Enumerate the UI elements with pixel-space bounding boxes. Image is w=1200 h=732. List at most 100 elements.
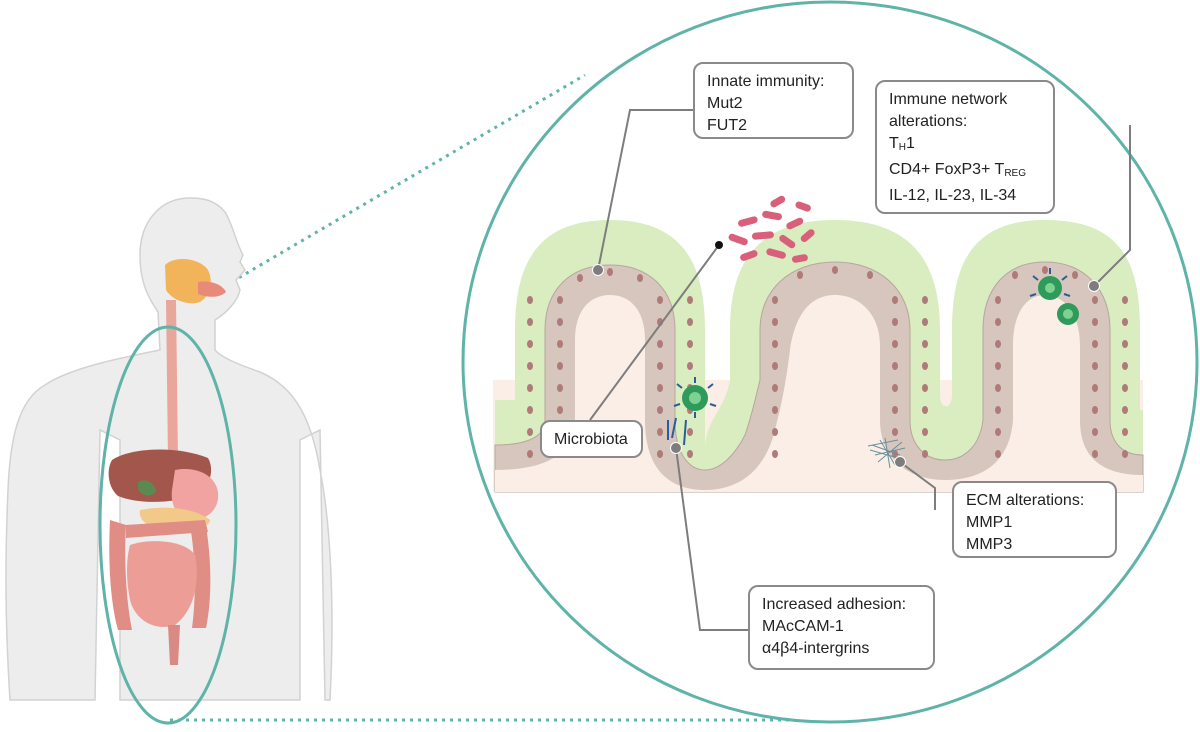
nucleus bbox=[772, 318, 778, 326]
nucleus bbox=[527, 362, 533, 370]
selection-oval bbox=[98, 325, 238, 725]
innate-item-1: Mut2 bbox=[707, 95, 743, 112]
ecm-fibers-icon bbox=[867, 437, 906, 469]
nucleus bbox=[1092, 428, 1098, 436]
nucleus bbox=[1122, 340, 1128, 348]
nucleus bbox=[527, 296, 533, 304]
nucleus bbox=[922, 450, 928, 458]
ecm-heading: ECM alterations: bbox=[966, 492, 1085, 509]
nucleus bbox=[527, 318, 533, 326]
nucleus bbox=[1122, 384, 1128, 392]
innate-immunity-label: Innate immunity: Mut2 FUT2 bbox=[693, 62, 854, 139]
nucleus bbox=[892, 406, 898, 414]
nucleus bbox=[657, 450, 663, 458]
nucleus bbox=[772, 296, 778, 304]
nucleus bbox=[995, 428, 1001, 436]
nucleus bbox=[527, 428, 533, 436]
nucleus bbox=[657, 428, 663, 436]
nucleus bbox=[995, 340, 1001, 348]
nucleus bbox=[1122, 450, 1128, 458]
nucleus bbox=[922, 340, 928, 348]
anchor-dots bbox=[592, 264, 1100, 468]
leader-lines bbox=[589, 109, 1131, 631]
nucleus bbox=[892, 362, 898, 370]
nucleus bbox=[892, 318, 898, 326]
nucleus bbox=[892, 384, 898, 392]
immune-heading-2: alterations: bbox=[889, 113, 968, 130]
nucleus bbox=[1092, 450, 1098, 458]
nucleus bbox=[687, 340, 693, 348]
increased-adhesion-label: Increased adhesion: MAcCAM-1 α4β4-interg… bbox=[748, 585, 935, 670]
innate-heading: Innate immunity: bbox=[707, 73, 825, 90]
nucleus bbox=[1092, 296, 1098, 304]
nucleus bbox=[687, 450, 693, 458]
nucleus bbox=[922, 318, 928, 326]
microbiota-anchor-dot bbox=[715, 241, 723, 249]
immune-cytokines: IL-12, IL-23, IL-34 bbox=[889, 187, 1017, 204]
bacteria-icon bbox=[728, 195, 815, 263]
nucleus bbox=[772, 428, 778, 436]
nucleus bbox=[995, 318, 1001, 326]
nucleus bbox=[557, 384, 563, 392]
innate-item-2: FUT2 bbox=[707, 117, 747, 134]
immune-cell-icon bbox=[667, 268, 1079, 446]
adhesion-item-2: α4β4-intergrins bbox=[762, 640, 870, 657]
nucleus bbox=[1092, 340, 1098, 348]
immune-treg: CD4+ FoxP3+ TREG bbox=[889, 161, 1026, 179]
nucleus bbox=[867, 271, 873, 279]
nucleus bbox=[995, 384, 1001, 392]
nucleus bbox=[557, 340, 563, 348]
nucleus bbox=[657, 340, 663, 348]
nucleus bbox=[657, 384, 663, 392]
nucleus bbox=[687, 318, 693, 326]
nucleus bbox=[1072, 271, 1078, 279]
nucleus bbox=[922, 296, 928, 304]
nucleus bbox=[1092, 318, 1098, 326]
nucleus bbox=[892, 296, 898, 304]
nucleus bbox=[527, 406, 533, 414]
nucleus bbox=[687, 362, 693, 370]
immune-network-label: Immune network alterations: TH1 CD4+ Fox… bbox=[875, 80, 1055, 214]
intestinal-villi-icon bbox=[493, 220, 1144, 493]
microbiota-text: Microbiota bbox=[554, 431, 628, 448]
nucleus bbox=[772, 450, 778, 458]
immune-heading-1: Immune network bbox=[889, 91, 1008, 108]
nucleus bbox=[637, 274, 643, 282]
ecm-item-2: MMP3 bbox=[966, 536, 1013, 553]
nucleus bbox=[922, 406, 928, 414]
nucleus bbox=[892, 428, 898, 436]
nucleus bbox=[1122, 428, 1128, 436]
nucleus bbox=[772, 406, 778, 414]
nucleus bbox=[832, 266, 838, 274]
nucleus bbox=[922, 428, 928, 436]
nucleus bbox=[687, 296, 693, 304]
nucleus bbox=[1012, 271, 1018, 279]
nucleus bbox=[772, 340, 778, 348]
nucleus bbox=[607, 268, 613, 276]
nucleus bbox=[1122, 362, 1128, 370]
nucleus bbox=[922, 384, 928, 392]
immune-th1: TH1 bbox=[889, 135, 915, 153]
nucleus bbox=[1042, 266, 1048, 274]
nucleus bbox=[557, 362, 563, 370]
nucleus bbox=[1092, 406, 1098, 414]
nucleus bbox=[1092, 384, 1098, 392]
nucleus bbox=[772, 384, 778, 392]
nucleus bbox=[797, 271, 803, 279]
nucleus bbox=[657, 406, 663, 414]
nucleus bbox=[772, 362, 778, 370]
nucleus bbox=[922, 362, 928, 370]
nucleus bbox=[995, 450, 1001, 458]
nucleus bbox=[892, 340, 898, 348]
nucleus bbox=[1092, 362, 1098, 370]
nucleus bbox=[995, 406, 1001, 414]
ecm-item-1: MMP1 bbox=[966, 514, 1013, 531]
nucleus bbox=[527, 384, 533, 392]
nucleus bbox=[892, 450, 898, 458]
microbiota-label: Microbiota bbox=[540, 420, 643, 458]
nucleus bbox=[1122, 318, 1128, 326]
digestive-tract-icon bbox=[108, 258, 226, 665]
nucleus bbox=[995, 362, 1001, 370]
nucleus bbox=[1122, 296, 1128, 304]
